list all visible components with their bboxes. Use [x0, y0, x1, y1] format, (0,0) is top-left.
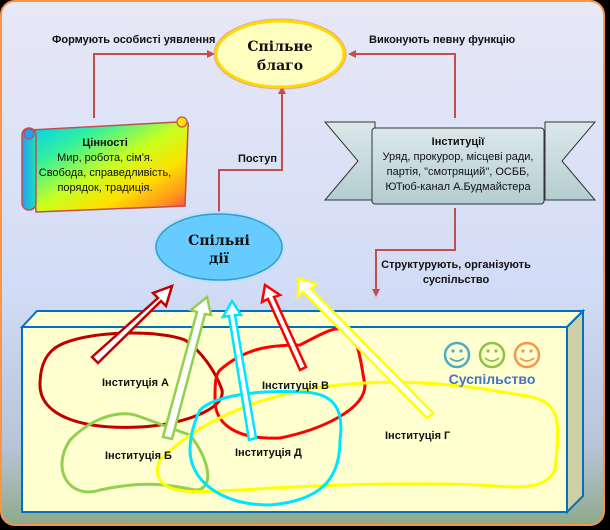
arrow-institution-g	[296, 276, 435, 420]
edge-label-institutions-to-society-1: Структурують, організують	[381, 259, 531, 271]
common-good-line2: благо	[257, 58, 303, 74]
institutions-line-3: ЮТюб-канал А.Будмайстера	[385, 181, 531, 193]
label-institution-a: Інституція А	[102, 377, 169, 389]
common-good-line1: Спільне	[247, 39, 312, 55]
smileys	[443, 341, 541, 369]
edge-label-actions-to-good: Поступ	[238, 153, 277, 165]
arrow-institution-v	[260, 282, 308, 372]
common-actions-line1: Спільні	[188, 233, 250, 249]
values-line-3: порядок, традиція.	[57, 182, 152, 194]
blob-institution-b	[60, 412, 210, 494]
society-label: Суспільство	[449, 371, 536, 387]
arrow-institution-d	[220, 298, 258, 442]
edge-label-institutions-to-society-2: суспільство	[423, 274, 490, 286]
arrow-institution-b	[161, 294, 213, 441]
values-line-1: Мир, робота, сім'я.	[57, 152, 153, 164]
node-common-actions[interactable]: Спільні дії	[153, 211, 285, 283]
institutions-line-2: партія, "смотрящий", ОСББ,	[387, 166, 530, 178]
values-title: Цінності	[82, 137, 128, 149]
institutions-line-1: Уряд, прокурор, місцеві ради,	[383, 151, 534, 163]
connector-values-to-good	[93, 50, 215, 118]
values-line-2: Свобода, справедливість,	[39, 167, 172, 179]
institutions-title: Інституції	[432, 136, 486, 148]
label-institution-g: Інституція Г	[385, 430, 451, 442]
blob-institution-d	[188, 390, 343, 507]
label-institution-d: Інституція Д	[235, 447, 302, 459]
node-values[interactable]: Цінності Мир, робота, сім'я. Свобода, сп…	[21, 116, 190, 213]
label-institution-v: Інституція В	[262, 380, 329, 392]
blob-institution-a	[38, 331, 224, 429]
connector-institutions-to-society	[372, 208, 456, 297]
smiley-icon	[443, 341, 471, 369]
label-institution-b: Інституція Б	[105, 450, 172, 462]
smiley-icon	[478, 341, 506, 369]
institution-blobs	[38, 327, 560, 507]
edge-label-institutions-to-good: Виконують певну функцію	[369, 34, 515, 46]
connectors	[93, 50, 456, 297]
blob-institution-g	[155, 380, 560, 494]
society-box	[19, 308, 586, 515]
edge-label-values-to-good: Формують особисті уявлення	[52, 34, 215, 46]
smiley-icon	[513, 341, 541, 369]
node-common-good[interactable]: Спільне благо	[213, 18, 347, 90]
node-institutions[interactable]: Інституції Уряд, прокурор, місцеві ради,…	[323, 121, 597, 205]
arrow-institution-a	[90, 283, 174, 365]
connector-institutions-to-good	[348, 50, 456, 118]
common-actions-line2: дії	[209, 251, 230, 267]
connector-actions-to-good	[218, 86, 286, 212]
institution-arrows	[90, 276, 435, 442]
